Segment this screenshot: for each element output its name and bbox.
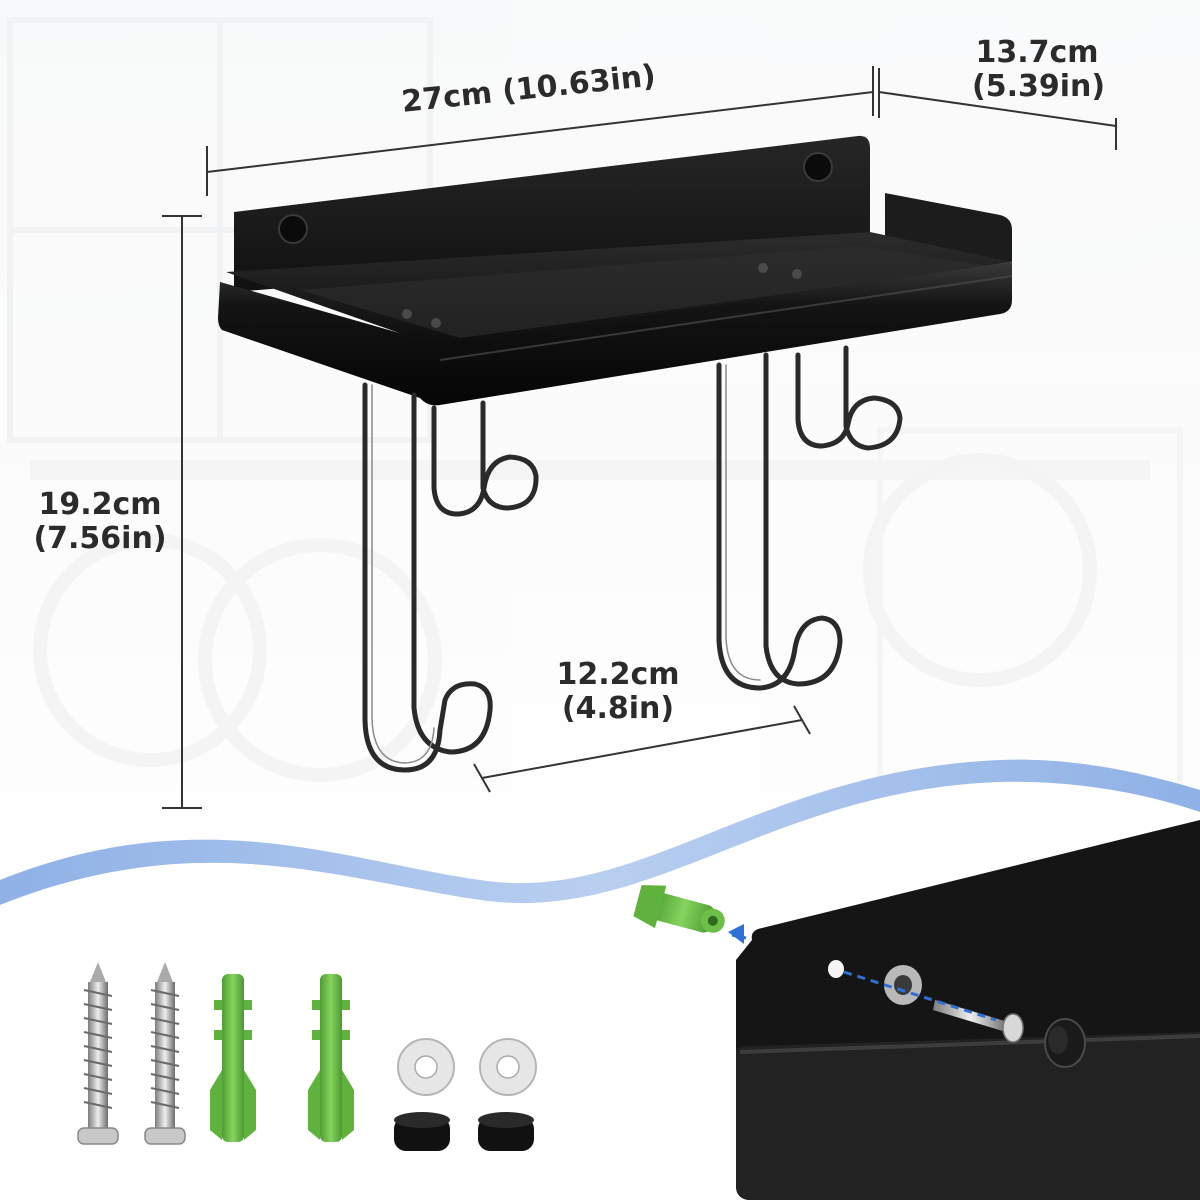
shelf	[218, 135, 1013, 406]
screw-cap-2	[478, 1112, 534, 1151]
height-dimension-line	[162, 215, 202, 809]
hook-spacing-label: 12.2cm (4.8in)	[556, 657, 680, 726]
hook-right-large	[716, 352, 843, 691]
washer-2	[479, 1038, 537, 1096]
height-label: 19.2cm (7.56in)	[33, 487, 167, 556]
installation-detail	[633, 820, 1200, 1200]
mount-cap-right	[803, 152, 833, 182]
wall-anchor-1	[210, 974, 256, 1142]
wave-divider	[0, 759, 1200, 905]
hook-right-small	[795, 345, 903, 451]
width-dimension-line	[206, 66, 874, 196]
depth-label: 13.7cm (5.39in)	[972, 35, 1106, 104]
detail-screw	[933, 1000, 1024, 1043]
depth-dimension-line	[878, 68, 1117, 150]
accessories-kit	[77, 962, 537, 1151]
hook-left-large	[362, 382, 493, 773]
screw-2	[144, 962, 186, 1145]
detail-cap	[1044, 1018, 1086, 1068]
background-scene	[0, 0, 1200, 900]
wall-anchor-2	[308, 974, 354, 1142]
detail-anchor	[633, 885, 725, 933]
mount-cap-left	[278, 214, 308, 244]
hook-left-small	[431, 400, 539, 517]
screw-cap-1	[394, 1112, 450, 1151]
hooks	[362, 345, 903, 773]
hook-spacing-dimension-line	[473, 705, 811, 793]
screw-1	[77, 962, 119, 1145]
washer-1	[397, 1038, 455, 1096]
